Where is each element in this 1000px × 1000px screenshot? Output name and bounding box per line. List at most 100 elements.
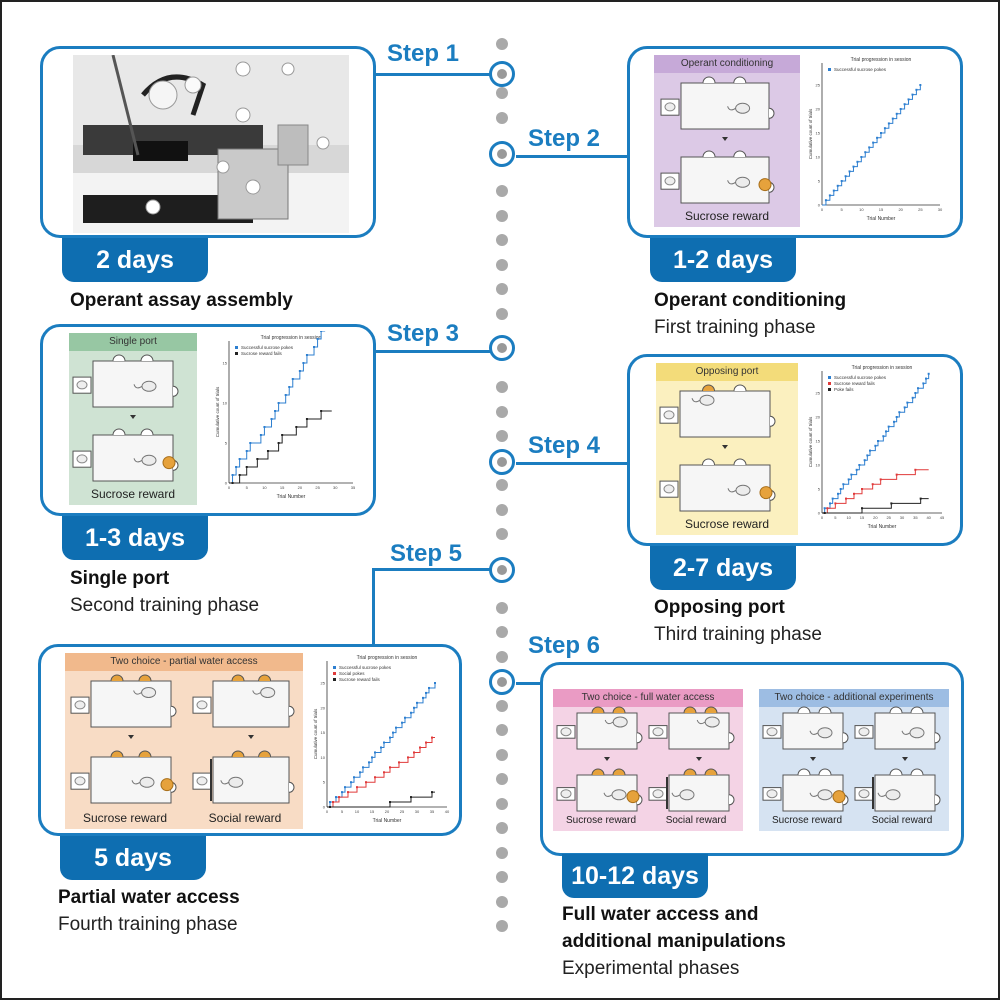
series-point xyxy=(882,435,885,438)
series-point xyxy=(898,411,901,414)
chart-title: Trial progression in session xyxy=(851,57,912,63)
series-point xyxy=(245,450,248,452)
step-4-label: Step 4 xyxy=(528,432,601,459)
series-point xyxy=(891,117,894,120)
step-5-panel: Two choice - partial water access Sucros… xyxy=(38,644,462,836)
series-point xyxy=(329,806,331,808)
series-point xyxy=(823,507,826,510)
legend-swatch xyxy=(828,68,831,71)
timeline-dot xyxy=(496,773,508,785)
series-point xyxy=(876,136,879,139)
series-point xyxy=(919,497,922,500)
y-tick-label: 5 xyxy=(323,780,326,785)
series-point xyxy=(392,731,394,734)
series-point xyxy=(853,492,855,495)
series-point xyxy=(231,482,234,484)
step-5-panel-header: Two choice - partial water access xyxy=(65,653,303,671)
step-4-connector xyxy=(516,462,630,465)
x-tick-label: 5 xyxy=(341,809,344,814)
x-tick-label: 10 xyxy=(355,809,360,814)
legend-swatch xyxy=(235,346,238,349)
series-point xyxy=(828,194,831,197)
step-6-duration: 10-12 days xyxy=(562,854,708,898)
series-point xyxy=(389,736,391,739)
x-tick-label: 10 xyxy=(262,485,267,490)
series-line xyxy=(822,373,930,514)
series-point xyxy=(871,483,874,486)
legend-entry: Sucrose reward fails xyxy=(339,677,381,682)
series-point xyxy=(872,141,875,144)
series-point xyxy=(374,776,376,779)
series-point xyxy=(914,392,917,394)
series-point xyxy=(263,426,266,428)
series-point xyxy=(842,483,845,486)
series-point xyxy=(277,442,280,444)
series-line xyxy=(229,410,332,484)
series-point xyxy=(917,387,919,390)
series-point xyxy=(313,346,316,348)
series-point xyxy=(295,426,298,428)
series-point xyxy=(404,716,406,719)
legend-swatch xyxy=(828,376,831,379)
x-tick-label: 25 xyxy=(315,485,320,490)
timeline-dot xyxy=(496,209,508,222)
x-tick-label: 15 xyxy=(370,809,375,814)
timeline-node-step-3 xyxy=(489,335,515,361)
legend-swatch xyxy=(333,678,336,681)
y-axis-label: Cumulative count of trials xyxy=(808,108,813,159)
step-3-reward-label: Sucrose reward xyxy=(90,487,176,501)
series-point xyxy=(869,449,871,452)
series-point xyxy=(844,175,847,178)
x-tick-label: 30 xyxy=(333,485,338,490)
series-point xyxy=(320,410,323,412)
series-point xyxy=(903,103,906,106)
x-tick-label: 0 xyxy=(326,809,329,814)
step-6-panel-header-b: Two choice - additional experiments xyxy=(759,689,949,707)
series-point xyxy=(320,330,323,332)
timeline-dot xyxy=(496,626,508,638)
series-point xyxy=(864,151,867,154)
series-line xyxy=(822,85,921,206)
series-point xyxy=(231,474,234,476)
series-point xyxy=(895,473,898,476)
step-5-subtitle: Fourth training phase xyxy=(58,914,238,935)
x-tick-label: 20 xyxy=(385,809,390,814)
series-point xyxy=(410,796,412,799)
timeline-dot xyxy=(496,724,508,736)
series-point xyxy=(823,512,826,514)
series-point xyxy=(389,801,391,804)
y-tick-label: 0 xyxy=(225,481,228,486)
series-point xyxy=(302,362,305,364)
step-5-reward-a: Sucrose reward xyxy=(82,811,168,825)
series-point xyxy=(915,88,918,91)
step-2-panel: Operant conditioning Sucrose reward Tria… xyxy=(627,46,963,238)
timeline-dot xyxy=(496,430,508,442)
series-point xyxy=(383,741,385,744)
step-2-duration: 1-2 days xyxy=(650,238,796,282)
series-point xyxy=(401,721,403,724)
series-point xyxy=(332,801,334,804)
x-tick-label: 0 xyxy=(821,207,824,212)
series-point xyxy=(895,112,898,115)
step-1-label: Step 1 xyxy=(387,40,460,67)
chart-title: Trial progression in session xyxy=(261,335,322,341)
legend-swatch xyxy=(828,388,831,391)
step-3-panel: Single port Sucrose reward Trial progres… xyxy=(40,324,376,516)
step-3-label: Step 3 xyxy=(387,320,460,347)
timeline-dot xyxy=(496,503,508,516)
y-tick-label: 25 xyxy=(321,681,326,686)
series-point xyxy=(410,711,412,714)
series-point xyxy=(316,338,319,340)
series-point xyxy=(298,370,301,372)
series-point xyxy=(413,706,415,709)
series-point xyxy=(839,488,842,490)
timeline-node-step-5 xyxy=(489,557,515,583)
timeline-dot xyxy=(496,87,508,99)
step-6-reward-a: Sucrose reward xyxy=(565,815,637,826)
series-point xyxy=(903,406,906,409)
timeline-dot xyxy=(496,528,508,540)
legend-swatch xyxy=(333,672,336,675)
x-tick-label: 0 xyxy=(228,485,231,490)
